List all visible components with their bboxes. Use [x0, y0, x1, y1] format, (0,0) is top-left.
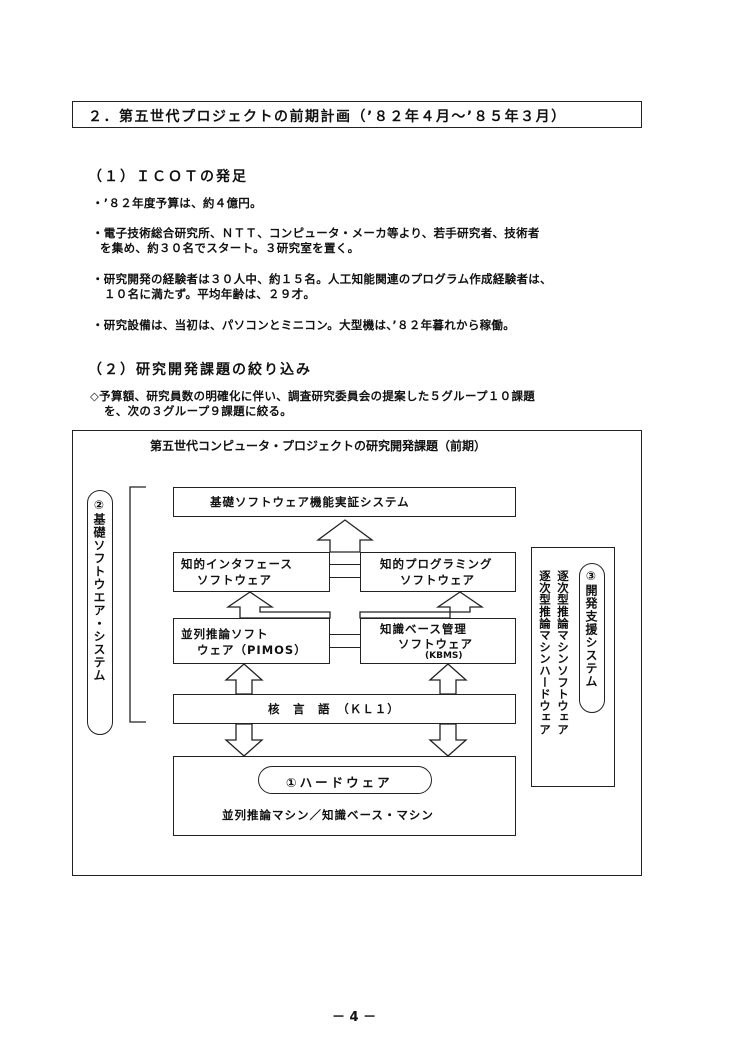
mid-right-label-2: ソフトウェア — [398, 637, 473, 651]
subsection-title-topics: （２）研究開発課題の絞り込み — [88, 362, 312, 378]
subsection-title-icot: （１）ＩＣＯＴの発足 — [88, 169, 248, 185]
arrow-up-to-top-box — [316, 519, 374, 553]
right-group-pill — [579, 563, 605, 713]
arrow-up-right-ui — [359, 591, 485, 619]
ui-link-bar — [330, 564, 360, 578]
kernel-language-box — [173, 694, 516, 724]
bullet-budget: ・’８２年度予算は、約４億円。 — [92, 196, 262, 210]
mid-left-label-1: 並列推論ソフト — [181, 627, 269, 641]
ui-right-label-1: 知的プログラミング — [380, 557, 493, 571]
arrow-updown-left-mid — [224, 663, 264, 695]
section-heading-box — [72, 101, 642, 128]
hardware-sub-label: 並列推論マシン／知識ベース・マシン — [222, 808, 434, 822]
diagram-frame — [72, 430, 642, 876]
left-group-pill — [87, 490, 113, 735]
ui-left-box — [173, 552, 330, 592]
mid-link-bar — [330, 634, 360, 648]
arrow-up-left-ui — [225, 591, 331, 619]
bullet-members-line2: を集め、約３０名でスタート。３研究室を置く。 — [100, 241, 360, 255]
hardware-label: ①ハードウェア — [286, 775, 393, 790]
topics-text-line1: ◇予算額、研究員数の明確化に伴い、調査研究委員会の提案した５グループ１０課題 — [90, 389, 536, 403]
mid-right-label-1: 知識ベース管理 — [380, 622, 467, 636]
arrow-updown-right-mid — [428, 663, 468, 695]
arrow-down-right-hw — [428, 723, 468, 757]
diagram-title: 第五世代コンピュータ・プロジェクトの研究開発課題（前期） — [150, 439, 487, 453]
hardware-pill — [258, 766, 432, 794]
left-group-bracket — [129, 486, 146, 723]
mid-left-label-2: ウェア（PIMOS） — [197, 643, 307, 657]
bullet-experience-line1: ・研究開発の経験者は３０人中、約１５名。人工知能関連のプログラム作成経験者は、 — [92, 272, 552, 286]
ui-right-box — [360, 552, 516, 592]
right-item-software: 逐次型推論マシンソフトウェア — [556, 570, 570, 736]
mid-right-label-3: (KBMS) — [425, 651, 463, 661]
bullet-equipment: ・研究設備は、当初は、パソコンとミニコン。大型機は、’８２年暮れから稼働。 — [92, 318, 516, 332]
arrow-down-left-hw — [224, 723, 264, 757]
ui-right-label-2: ソフトウェア — [400, 573, 475, 587]
right-item-hardware: 逐次型推論マシンハードウェア — [538, 570, 552, 736]
section-heading: ２．第五世代プロジェクトの前期計画（’８２年４月～’８５年３月） — [88, 109, 567, 125]
bullet-experience-line2: １０名に満たず。平均年齢は、２９才。 — [104, 287, 316, 301]
mid-left-box — [173, 618, 330, 664]
right-group-label: ③開発支援システム — [584, 569, 598, 688]
ui-left-label-1: 知的インタフェース — [181, 557, 293, 571]
top-system-label: 基礎ソフトウェア機能実証システム — [210, 495, 410, 509]
ui-left-label-2: ソフトウェア — [197, 573, 272, 587]
left-group-label: ②基礎ソフトウエア・システム — [92, 498, 106, 682]
bullet-members-line1: ・電子技術総合研究所、ＮＴＴ、コンピュータ・メーカ等より、若手研究者、技術者 — [92, 226, 540, 240]
mid-right-box — [360, 618, 516, 664]
kernel-language-label: 核 言 語 （ＫＬ１） — [268, 702, 400, 716]
topics-text-line2: を、次の３グループ９課題に絞る。 — [104, 404, 293, 418]
page-number: － 4 － — [332, 1010, 377, 1025]
top-system-box — [173, 487, 516, 517]
